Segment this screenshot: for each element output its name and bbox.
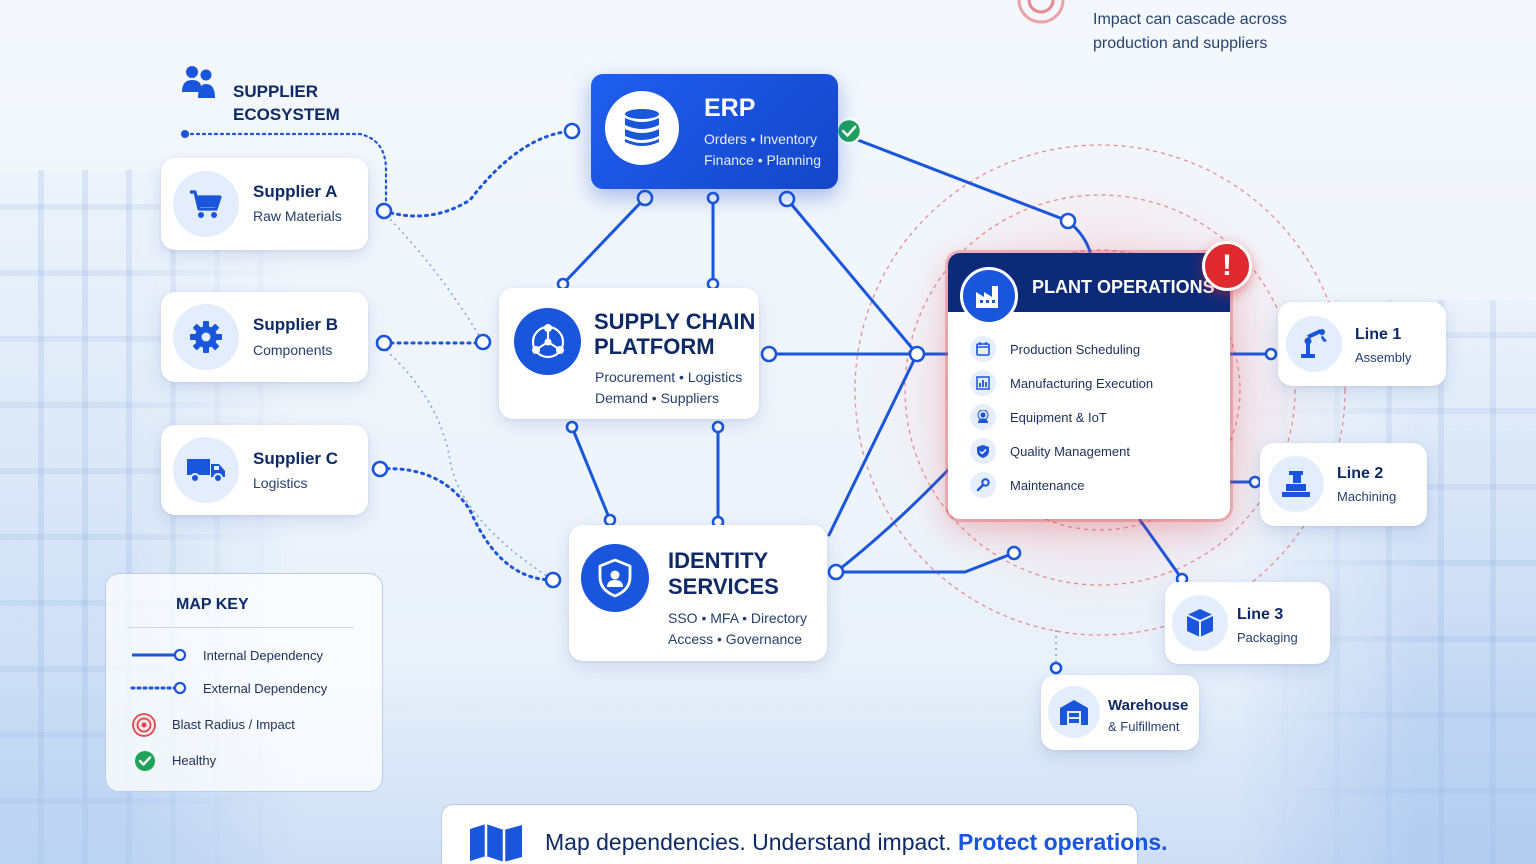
supply-chain-line2: Demand • Suppliers — [595, 390, 719, 406]
line-1-role: Assembly — [1355, 350, 1412, 365]
iot-icon — [970, 404, 996, 430]
warehouse-role: & Fulfillment — [1108, 719, 1180, 734]
supplier-c-name: Supplier C — [253, 449, 339, 468]
supplier-ecosystem-header: SUPPLIER ECOSYSTEM — [180, 64, 360, 124]
warehouse-icon — [1048, 686, 1100, 738]
legend-label: Internal Dependency — [203, 648, 323, 663]
plant-item-label: Equipment & IoT — [1010, 409, 1107, 425]
truck-icon — [173, 437, 239, 503]
impact-target-icon — [1017, 0, 1065, 24]
solid-line-icon — [132, 648, 187, 662]
supply-chain-line1: Procurement • Logistics — [595, 369, 743, 385]
supply-chain-title-line2: PLATFORM — [594, 334, 715, 359]
supplier-ecosystem-line1: SUPPLIER — [233, 82, 319, 101]
line-2-role: Machining — [1337, 489, 1397, 504]
plant-operations-card[interactable]: PLANT OPERATIONS Production Scheduling M… — [948, 253, 1230, 519]
supplier-b-card[interactable]: Supplier B Components — [161, 292, 368, 382]
map-key-legend: MAP KEY Internal Dependency External Dep… — [105, 573, 383, 792]
plant-item-quality-management[interactable]: Quality Management — [970, 438, 1130, 464]
factory-icon — [960, 267, 1018, 325]
healthy-check-icon — [135, 751, 155, 771]
identity-line1: SSO • MFA • Directory — [668, 610, 807, 626]
supplier-a-card[interactable]: Supplier A Raw Materials — [161, 158, 368, 250]
legend-healthy: Healthy — [106, 750, 376, 772]
calendar-icon — [970, 336, 996, 362]
supply-chain-title-line1: SUPPLY CHAIN — [594, 309, 756, 334]
legend-divider — [128, 627, 354, 628]
legend-label: Healthy — [172, 753, 217, 768]
supplier-b-name: Supplier B — [253, 315, 339, 334]
identity-title-line1: IDENTITY — [668, 548, 769, 573]
line-1-card[interactable]: Line 1 Assembly — [1278, 302, 1446, 386]
legend-external-dependency: External Dependency — [106, 678, 376, 700]
plant-item-label: Quality Management — [1010, 443, 1130, 459]
shield-check-icon — [970, 438, 996, 464]
bar-chart-icon — [970, 370, 996, 396]
erp-line2: Finance • Planning — [704, 152, 821, 168]
warehouse-name: Warehouse — [1108, 697, 1189, 714]
legend-label: Blast Radius / Impact — [172, 717, 295, 732]
people-icon — [182, 66, 215, 98]
plant-item-equipment-iot[interactable]: Equipment & IoT — [970, 404, 1107, 430]
line-1-name: Line 1 — [1355, 326, 1402, 343]
plant-item-production-scheduling[interactable]: Production Scheduling — [970, 336, 1140, 362]
machine-icon — [1268, 456, 1324, 512]
supplier-ecosystem-line2: ECOSYSTEM — [233, 105, 340, 124]
plant-item-label: Production Scheduling — [1010, 341, 1141, 357]
identity-line2: Access • Governance — [668, 631, 803, 647]
supply-chain-platform-card[interactable]: SUPPLY CHAIN PLATFORM Procurement • Logi… — [499, 288, 759, 419]
map-key-title: MAP KEY — [176, 596, 249, 613]
plant-operations-title: PLANT OPERATIONS — [1032, 277, 1215, 297]
tagline-emphasis: Protect operations. — [957, 829, 1168, 855]
plant-item-maintenance[interactable]: Maintenance — [970, 472, 1084, 498]
tagline-text: Map dependencies. Understand impact. Pro… — [545, 829, 1168, 856]
shield-user-icon — [581, 544, 649, 612]
legend-internal-dependency: Internal Dependency — [106, 645, 376, 667]
tagline-banner: Map dependencies. Understand impact. Pro… — [441, 804, 1168, 864]
supplier-a-role: Raw Materials — [253, 208, 342, 224]
tagline-part1: Map dependencies. Understand impact. — [545, 829, 958, 855]
legend-blast-radius: Blast Radius / Impact — [106, 713, 376, 737]
gear-icon — [173, 304, 239, 370]
database-icon — [605, 91, 679, 165]
network-icon — [514, 308, 581, 375]
plant-item-manufacturing-execution[interactable]: Manufacturing Execution — [970, 370, 1153, 396]
line-2-name: Line 2 — [1337, 465, 1384, 482]
robot-arm-icon — [1286, 316, 1342, 372]
line-2-card[interactable]: Line 2 Machining — [1260, 443, 1427, 526]
impact-note-line1: Impact can cascade across — [1093, 11, 1287, 28]
line-3-role: Packaging — [1237, 630, 1298, 645]
map-icon — [470, 824, 522, 862]
line-3-card[interactable]: Line 3 Packaging — [1165, 582, 1330, 664]
identity-services-card[interactable]: IDENTITY SERVICES SSO • MFA • Directory … — [569, 525, 827, 661]
legend-label: External Dependency — [203, 681, 328, 696]
erp-card[interactable]: ERP Orders • Inventory Finance • Plannin… — [591, 74, 838, 189]
impact-note-line2: production and suppliers — [1093, 35, 1268, 52]
supplier-b-role: Components — [253, 342, 333, 358]
alert-icon: ! — [1202, 241, 1252, 291]
erp-title: ERP — [704, 94, 756, 122]
identity-title-line2: SERVICES — [668, 574, 779, 599]
supplier-a-name: Supplier A — [253, 182, 338, 201]
package-icon — [1172, 595, 1228, 651]
supplier-ecosystem-title: SUPPLIER ECOSYSTEM — [233, 80, 340, 126]
line-3-name: Line 3 — [1237, 606, 1284, 623]
impact-note: Impact can cascade across production and… — [1093, 8, 1287, 56]
supplier-c-role: Logistics — [253, 475, 308, 491]
dotted-line-icon — [130, 681, 187, 695]
erp-line1: Orders • Inventory — [704, 131, 818, 147]
supplier-c-card[interactable]: Supplier C Logistics — [161, 425, 368, 515]
warehouse-card[interactable]: Warehouse & Fulfillment — [1041, 675, 1199, 750]
plant-item-label: Manufacturing Execution — [1010, 375, 1154, 391]
shopping-cart-icon — [173, 171, 239, 237]
wrench-icon — [970, 472, 996, 498]
blast-radius-icon — [132, 713, 156, 737]
plant-item-label: Maintenance — [1010, 477, 1085, 493]
erp-healthy-icon — [835, 117, 863, 145]
